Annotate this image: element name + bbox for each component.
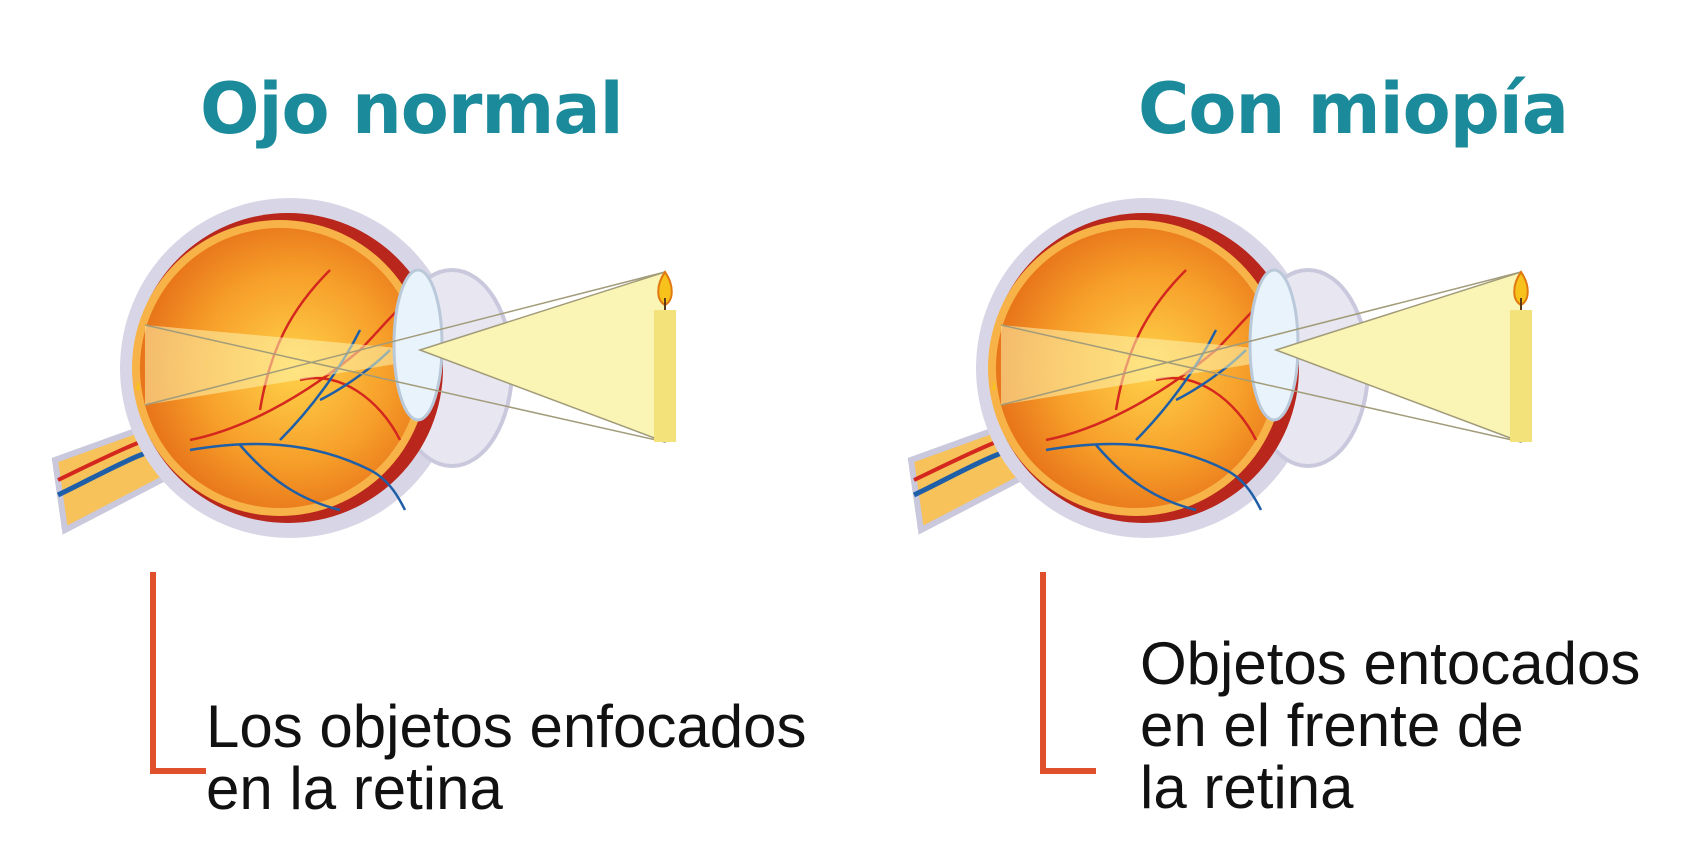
caption-bracket-left: [150, 572, 206, 774]
caption-bracket-right: [1040, 572, 1096, 774]
retina-image: [992, 380, 996, 390]
candle-icon: [1510, 270, 1532, 442]
myopia-eye-diagram: [907, 198, 1532, 538]
blood-vessels: [189, 269, 411, 512]
focus-rays: [1001, 325, 1276, 405]
myopia-caption: Objetos entocados en el frente de la ret…: [1140, 633, 1640, 819]
caption-line: la retina: [1140, 754, 1354, 821]
caption-line: Objetos entocados: [1140, 630, 1641, 697]
normal-eye-title: Ojo normal: [200, 68, 624, 150]
focus-rays: [145, 325, 420, 405]
myopia-title: Con miopía: [1138, 68, 1569, 150]
normal-eye-caption: Los objetos enfocados en la retina: [206, 696, 806, 820]
normal-eye-diagram: [51, 198, 676, 538]
caption-line: en la retina: [206, 755, 503, 822]
retina-image: [136, 380, 140, 390]
candle-icon: [654, 270, 676, 442]
caption-line: en el frente de: [1140, 692, 1524, 759]
caption-line: Los objetos enfocados: [206, 693, 807, 760]
